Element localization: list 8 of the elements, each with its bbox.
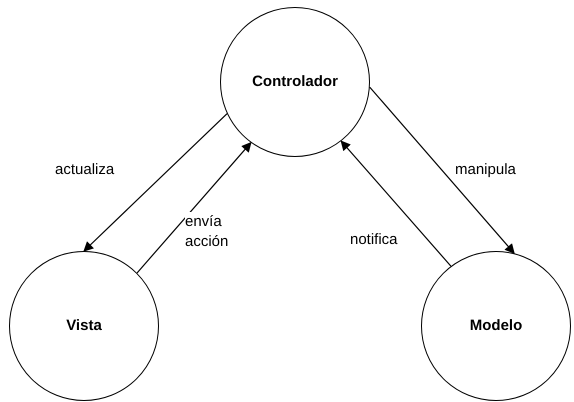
node-label: Vista — [66, 316, 102, 336]
arrow — [340, 140, 452, 266]
arrow — [369, 86, 515, 254]
arrow — [83, 113, 228, 252]
edge-label: manipula — [455, 160, 516, 180]
node-label: Controlador — [252, 72, 338, 92]
arrow — [136, 142, 252, 274]
node-label: Modelo — [470, 316, 522, 336]
